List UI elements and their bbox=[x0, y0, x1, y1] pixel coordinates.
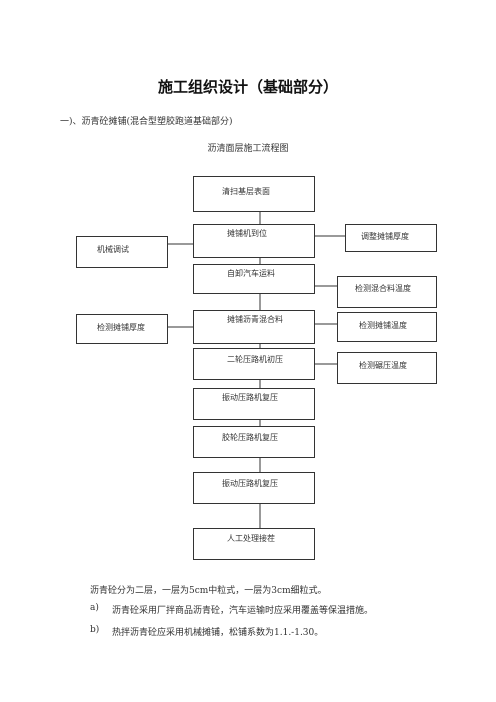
flow-side-check-thickness: 检测摊铺厚度 bbox=[76, 314, 168, 344]
flow-step-pave-asphalt: 摊铺沥青混合料 bbox=[193, 310, 315, 344]
flow-side-check-mix-temp: 检测混合料温度 bbox=[337, 276, 437, 308]
list-item-text: 热拌沥青砼应采用机械摊铺，松铺系数为1.1.-1.30。 bbox=[112, 628, 324, 638]
list-item-label: a) bbox=[90, 603, 99, 613]
list-item-text: 沥青砼采用厂拌商品沥青砼，汽车运输时应采用覆盖等保温措施。 bbox=[112, 606, 374, 616]
flow-step-sweep-base: 清扫基层表面 bbox=[193, 176, 315, 212]
paragraph-intro: 沥青砼分为二层，一层为5cm中粒式，一层为3cm细粒式。 bbox=[90, 586, 327, 596]
flow-step-paver-position: 摊铺机到位 bbox=[193, 224, 315, 258]
list-item-label: b) bbox=[90, 625, 100, 635]
flow-step-vibratory-reroll-2: 振动压路机复压 bbox=[193, 472, 315, 504]
flowchart-title: 沥清面层施工流程图 bbox=[207, 144, 289, 154]
flow-step-initial-roll: 二轮压路机初压 bbox=[193, 348, 315, 380]
document-title: 施工组织设计（基础部分） bbox=[157, 78, 338, 96]
flow-side-machine-debug: 机械调试 bbox=[76, 236, 168, 268]
flow-step-dump-truck: 自卸汽车运料 bbox=[193, 264, 315, 294]
flow-step-manual-joint: 人工处理接茬 bbox=[193, 528, 315, 560]
flow-side-check-rolling-temp: 检测碾压温度 bbox=[337, 352, 437, 384]
flow-side-adjust-thickness: 调整摊铺厚度 bbox=[345, 224, 437, 252]
flow-step-vibratory-reroll-1: 振动压路机复压 bbox=[193, 388, 315, 420]
section-heading: 一)、沥青砼摊铺(混合型塑胶跑道基础部分) bbox=[60, 117, 233, 127]
flow-step-tire-roller: 胶轮压路机复压 bbox=[193, 426, 315, 458]
flow-side-check-paving-temp: 检测摊铺温度 bbox=[337, 312, 437, 342]
